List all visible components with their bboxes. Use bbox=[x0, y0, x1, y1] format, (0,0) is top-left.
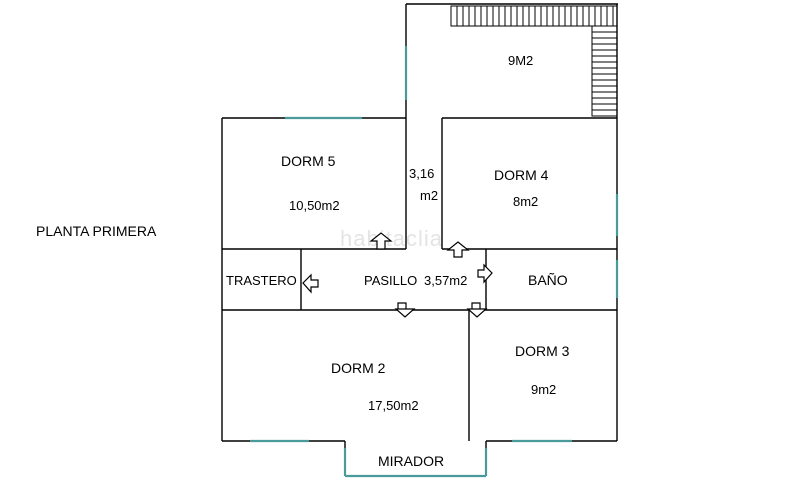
door-arrow-bano bbox=[477, 263, 493, 284]
dorm5-area: 10,50m2 bbox=[289, 198, 340, 213]
dorm3-area: 9m2 bbox=[531, 382, 556, 397]
terrace-area: 9M2 bbox=[508, 53, 533, 68]
door-arrow-dorm5 bbox=[369, 232, 393, 250]
corridor-area-line1: 3,16 bbox=[409, 166, 434, 181]
staircase bbox=[450, 5, 618, 117]
plan-title: PLANTA PRIMERA bbox=[36, 223, 157, 239]
dorm2-area: 17,50m2 bbox=[368, 398, 419, 413]
corridor-area-line2: m2 bbox=[420, 188, 438, 203]
door-arrow-dorm4 bbox=[446, 241, 470, 258]
mirador-name: MIRADOR bbox=[378, 453, 444, 469]
dorm4-area: 8m2 bbox=[513, 194, 538, 209]
door-arrow-trastero bbox=[302, 273, 319, 294]
trastero-name: TRASTERO bbox=[226, 273, 297, 288]
dorm3-name: DORM 3 bbox=[515, 343, 570, 359]
pasillo-area: 3,57m2 bbox=[424, 273, 467, 288]
door-arrow-dorm2 bbox=[394, 302, 416, 318]
dorm2-name: DORM 2 bbox=[331, 360, 386, 376]
door-arrow-dorm3 bbox=[466, 302, 488, 318]
bano-name: BAÑO bbox=[528, 272, 568, 288]
windows bbox=[250, 46, 619, 478]
dorm5-name: DORM 5 bbox=[281, 153, 336, 169]
watermark: habitaclia bbox=[340, 226, 443, 251]
dorm4-name: DORM 4 bbox=[494, 167, 549, 183]
door-arrows bbox=[302, 232, 493, 318]
pasillo-name: PASILLO bbox=[364, 273, 417, 288]
